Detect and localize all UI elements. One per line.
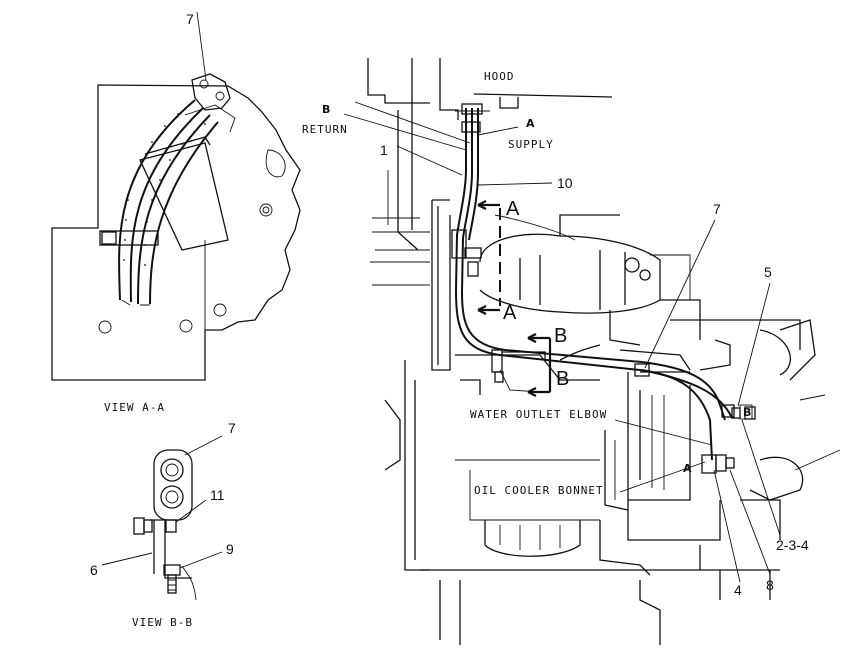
label-hood: HOOD <box>484 70 515 83</box>
callout-7-view-aa: 7 <box>186 11 194 27</box>
callout-5: 5 <box>764 264 772 280</box>
callout-9: 9 <box>226 541 234 557</box>
main-engine-drawing <box>196 11 841 645</box>
callout-11: 11 <box>210 487 225 503</box>
callout-4: 4 <box>734 582 742 598</box>
section-b-top: B <box>554 325 567 347</box>
label-a-supply-letter: A <box>526 117 535 130</box>
label-a-small: A <box>683 462 692 475</box>
section-b-bottom: B <box>556 368 569 390</box>
callout-7-main: 7 <box>713 201 721 217</box>
callout-7-view-bb: 7 <box>228 420 236 436</box>
label-b-return-letter: B <box>322 103 330 116</box>
label-water-outlet-elbow: WATER OUTLET ELBOW <box>470 408 607 421</box>
section-a-bottom: A <box>503 302 517 324</box>
section-a-top: A <box>506 198 520 220</box>
label-supply: SUPPLY <box>508 138 554 151</box>
callout-2-3-4: 2-3-4 <box>776 537 809 553</box>
callout-10: 10 <box>557 175 573 191</box>
label-b-small: B <box>743 406 751 419</box>
label-return: RETURN <box>302 123 348 136</box>
view-aa-drawing <box>51 73 301 381</box>
view-aa-title: VIEW A-A <box>104 401 165 414</box>
label-oil-cooler-bonnet: OIL COOLER BONNET <box>474 484 604 497</box>
view-bb-drawing <box>101 435 223 601</box>
view-bb-title: VIEW B-B <box>132 616 193 629</box>
callout-1: 1 <box>380 142 388 158</box>
callout-8: 8 <box>766 577 774 593</box>
callout-6: 6 <box>90 562 98 578</box>
